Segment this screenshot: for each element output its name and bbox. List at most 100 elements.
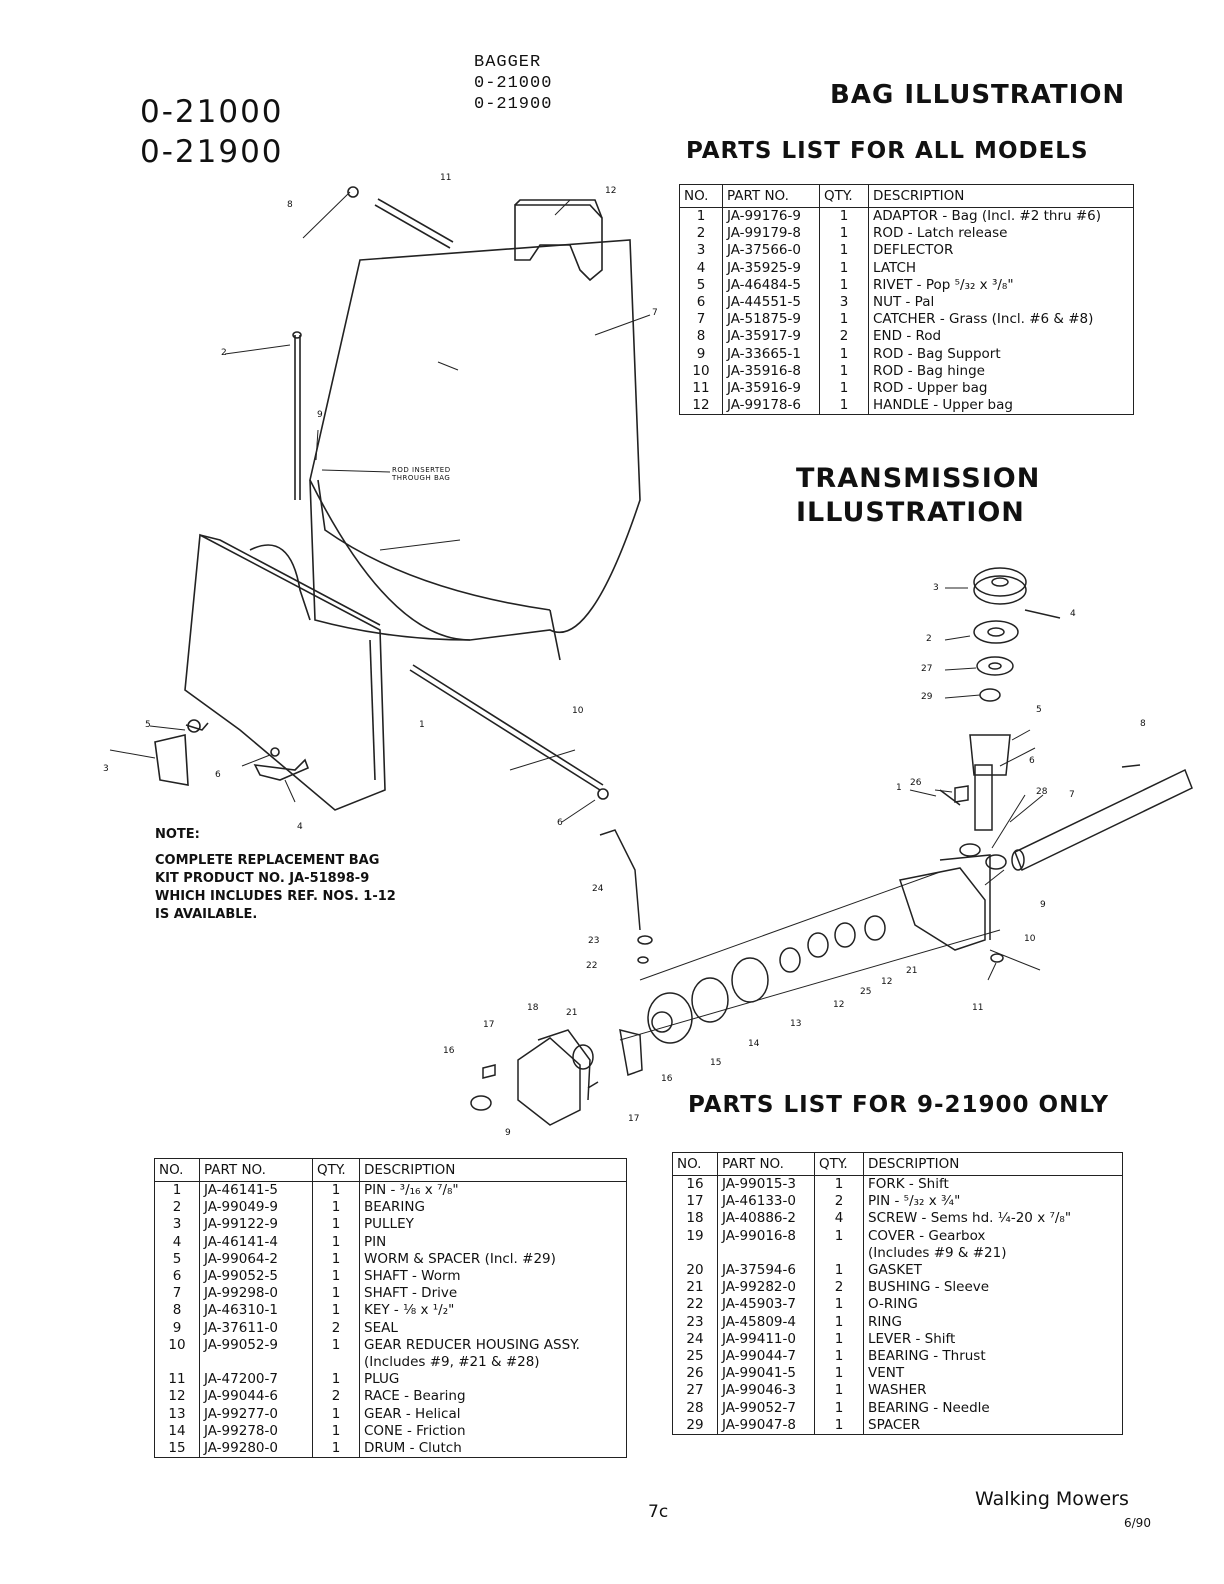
part-number: JA-45809-4 [717, 1313, 815, 1331]
part-qty: 1 [814, 1348, 864, 1366]
tcallout-11: 11 [972, 1003, 984, 1013]
part-no: 20 [672, 1262, 718, 1280]
part-description: BEARING - Needle [863, 1399, 1123, 1417]
pin-17 [587, 1081, 599, 1089]
transmission-title: TRANSMISSION ILLUSTRATION [796, 462, 1040, 530]
upper-bag-rod [374, 204, 451, 249]
tcallout-25: 25 [860, 987, 872, 997]
part-description: BUSHING - Sleeve [863, 1279, 1123, 1297]
part-qty: 1 [312, 1405, 360, 1423]
tcallout-23: 23 [588, 936, 600, 946]
upper-bag-handle [514, 204, 603, 282]
part-description: DRUM - Clutch [359, 1440, 627, 1459]
part-number: JA-99052-7 [717, 1399, 815, 1417]
callout-5: 5 [145, 720, 151, 730]
rod-inserted-line1: ROD INSERTED [392, 466, 451, 474]
part-qty: 1 [814, 1330, 864, 1349]
part-number: JA-99046-3 [717, 1382, 815, 1400]
part-number: JA-99049-9 [199, 1199, 313, 1217]
part-no: 28 [672, 1399, 718, 1417]
pin-4 [1024, 609, 1061, 619]
tcallout-29: 29 [921, 692, 933, 702]
bagger-model-2: 0-21900 [474, 95, 553, 114]
rod-end [347, 186, 359, 198]
rivet [185, 722, 209, 731]
note-heading: NOTE: [155, 827, 200, 842]
part-qty: 1 [819, 259, 869, 277]
worm [969, 734, 1011, 776]
bag-parts-header-row: NO. PART NO. QTY. DESCRIPTION [679, 184, 1134, 208]
clutch-drum [647, 992, 693, 1044]
part-number: JA-99298-0 [199, 1285, 313, 1303]
trans2-header-row: NO. PART NO. QTY. DESCRIPTION [672, 1152, 1123, 1176]
tcallout-22: 22 [586, 961, 598, 971]
part-description: CONE - Friction [359, 1422, 627, 1441]
part-number: JA-40886-2 [717, 1210, 815, 1228]
part-no: 15 [154, 1440, 200, 1459]
bag-illustration [109, 186, 651, 823]
col-qty: QTY. [819, 184, 869, 208]
part-description: SHAFT - Worm [359, 1268, 627, 1286]
col-part: PART NO. [199, 1158, 313, 1182]
trans1-header-row: NO. PART NO. QTY. DESCRIPTION [154, 1158, 627, 1182]
bag-parts-title: PARTS LIST FOR ALL MODELS [686, 138, 1089, 164]
tcallout-16: 16 [661, 1074, 673, 1084]
note-line: WHICH INCLUDES REF. NOS. 1-12 [155, 889, 396, 904]
model-number-1: 0-21000 [140, 94, 284, 130]
tcallout-28: 28 [1036, 787, 1048, 797]
part-qty: 1 [814, 1227, 864, 1263]
part-no: 14 [154, 1422, 200, 1441]
part-description: DEFLECTOR [868, 242, 1134, 260]
part-description: PLUG [359, 1371, 627, 1389]
part-no: 25 [672, 1348, 718, 1366]
part-qty: 2 [312, 1388, 360, 1406]
part-no: 3 [154, 1216, 200, 1234]
part-description: COVER - Gearbox(Includes #9 & #21) [863, 1227, 1123, 1263]
part-description: PIN - ⁵/₃₂ x ¾" [863, 1193, 1123, 1211]
part-number: JA-99179-8 [722, 225, 820, 243]
ring [637, 935, 653, 945]
tcallout-8: 8 [1140, 719, 1146, 729]
callout-2: 2 [221, 348, 227, 358]
part-qty: 1 [312, 1181, 360, 1200]
part-no: 11 [679, 380, 723, 398]
part-qty: 1 [819, 380, 869, 398]
callout-6a: 6 [215, 770, 221, 780]
part-no: 12 [154, 1388, 200, 1406]
part-description: GEAR REDUCER HOUSING ASSY.(Includes #9, … [359, 1336, 627, 1372]
footer-date: 6/90 [1124, 1516, 1151, 1530]
gasket [537, 1029, 591, 1101]
part-number: JA-51875-9 [722, 311, 820, 329]
part-qty: 1 [312, 1285, 360, 1303]
part-number: JA-99044-6 [199, 1388, 313, 1406]
rod-inserted-line2: THROUGH BAG [392, 474, 451, 482]
part-description: ROD - Bag Support [868, 345, 1134, 363]
pin-1 [939, 789, 961, 806]
part-description: HANDLE - Upper bag [868, 397, 1134, 416]
tcallout-5: 5 [1036, 705, 1042, 715]
vent [954, 785, 969, 803]
tcallout-2: 2 [926, 634, 932, 644]
callout-8: 8 [287, 200, 293, 210]
part-qty: 1 [819, 242, 869, 260]
transmission-title-line1: TRANSMISSION [796, 463, 1041, 494]
col-part: PART NO. [717, 1152, 815, 1176]
col-desc: DESCRIPTION [359, 1158, 627, 1182]
part-number: JA-46484-5 [722, 276, 820, 295]
